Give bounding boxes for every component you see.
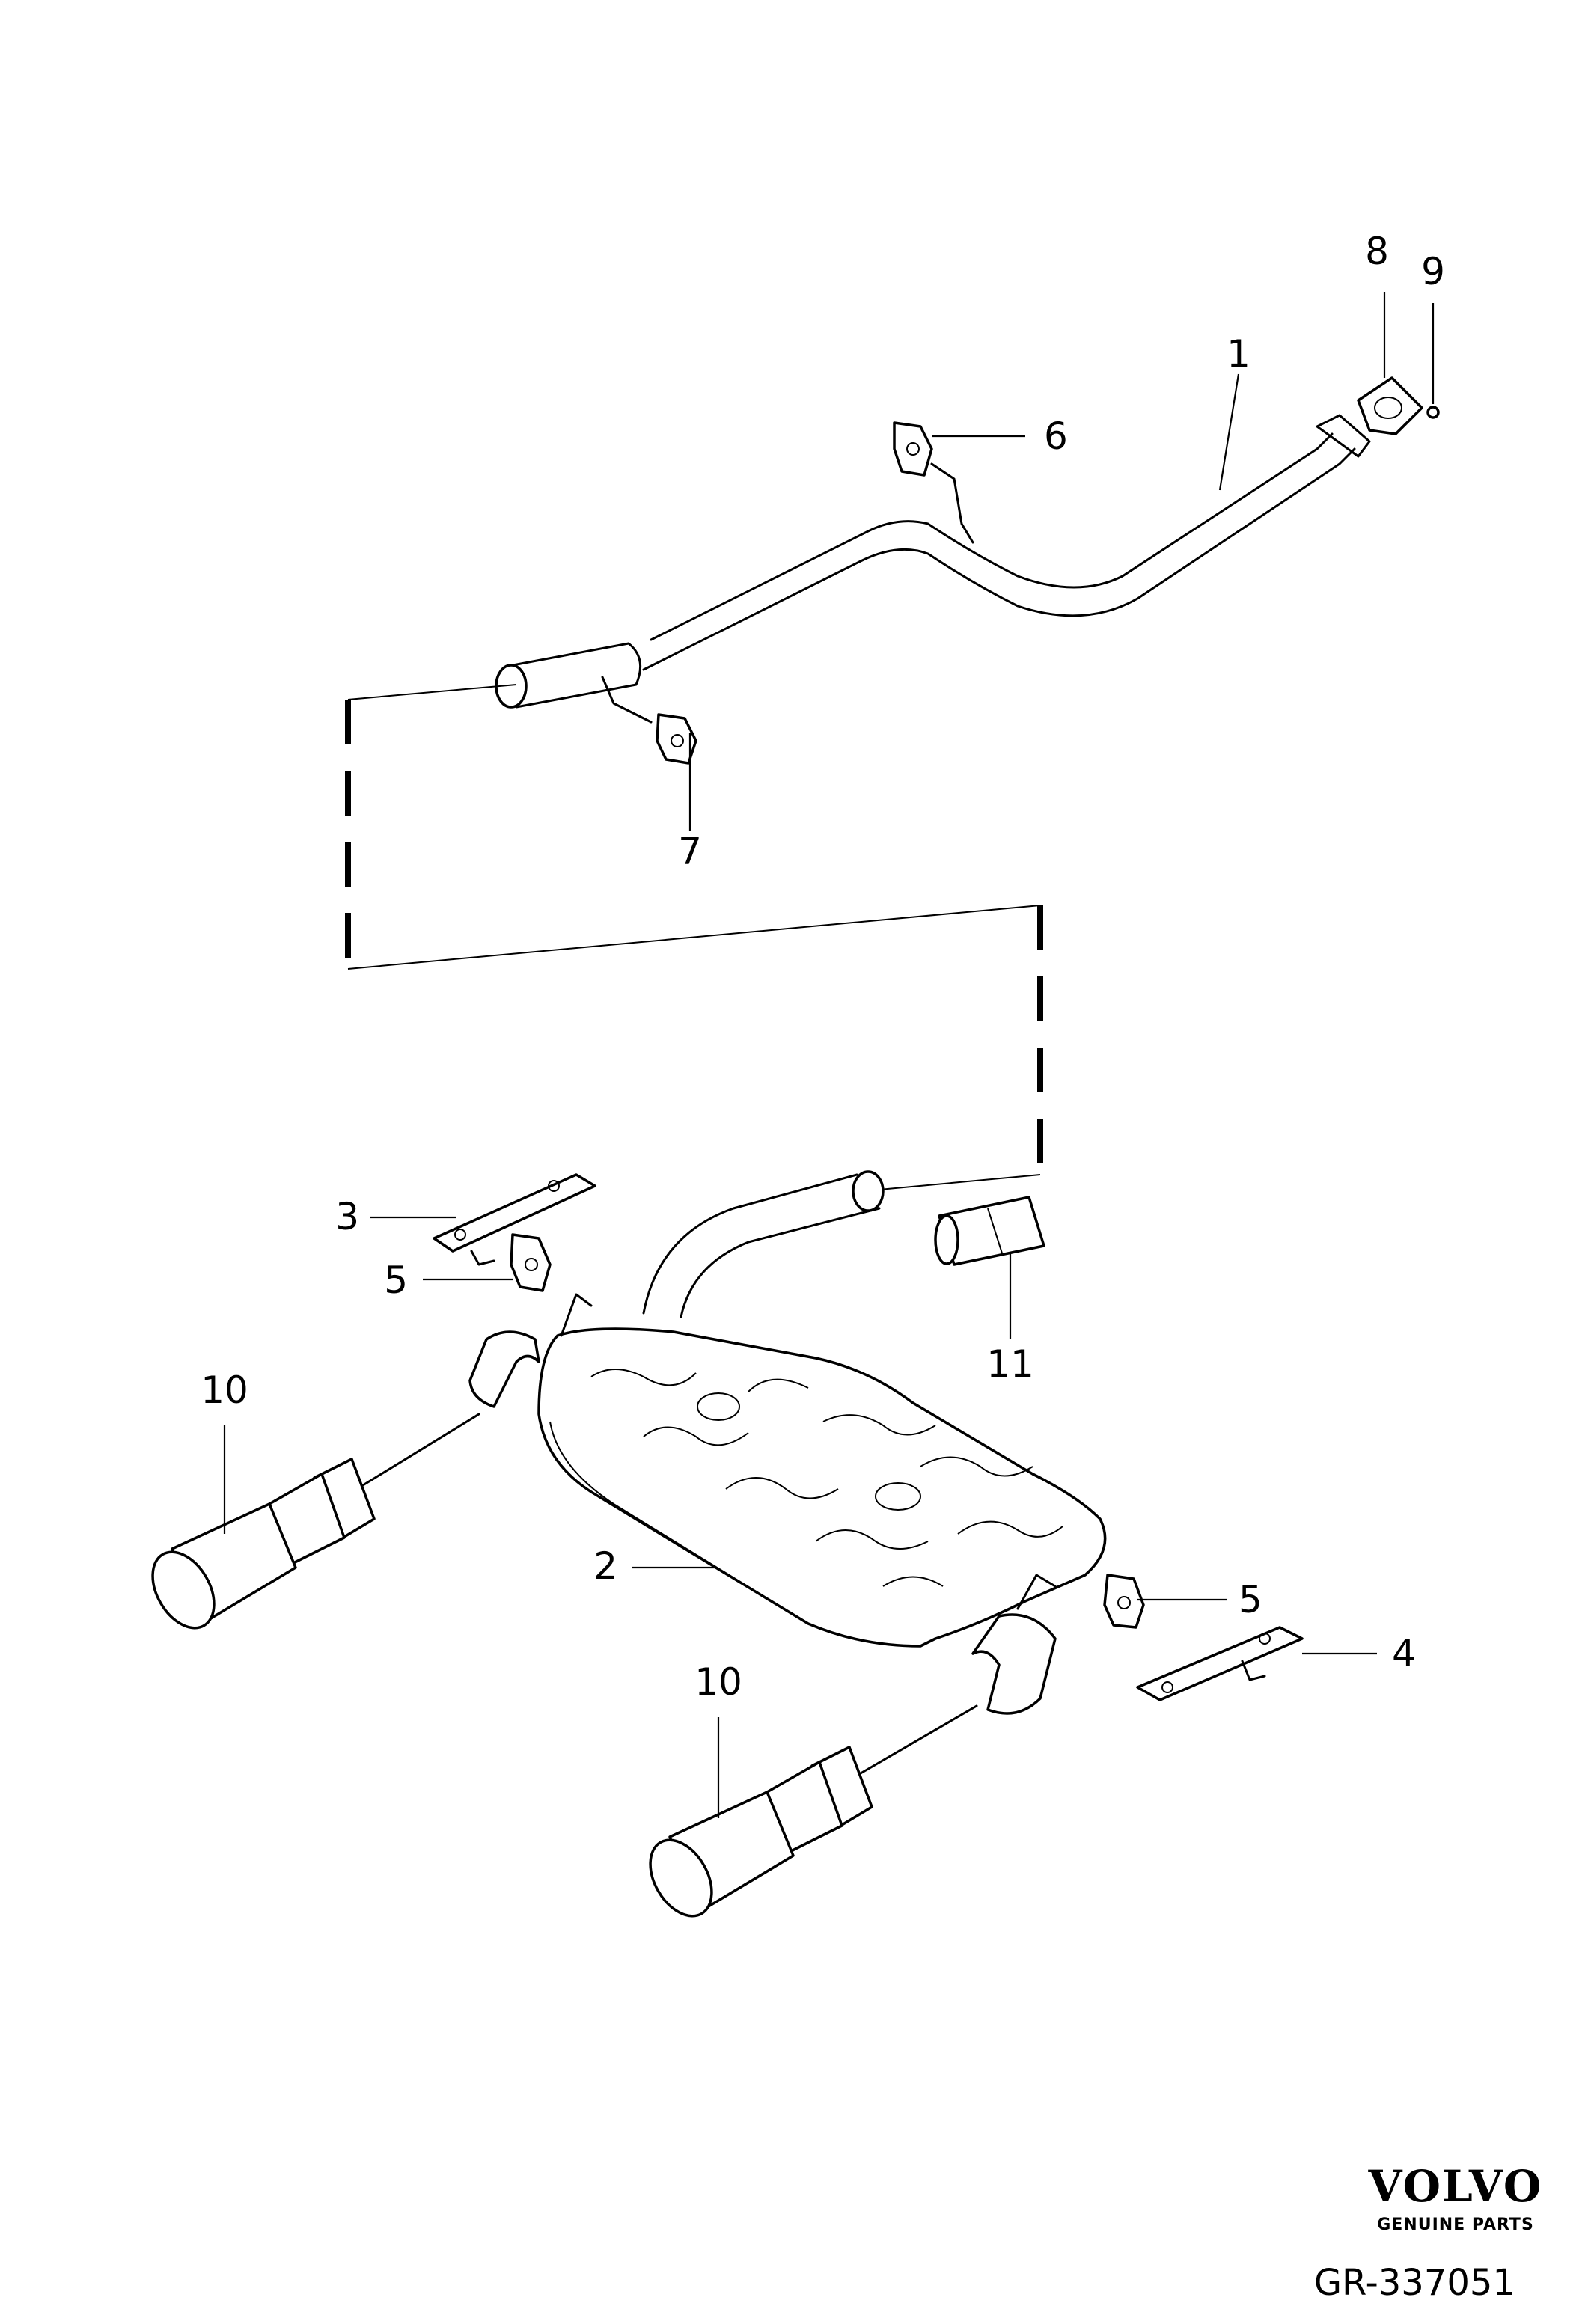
callout-6: 6	[1044, 415, 1068, 458]
tail-pipe-lower	[649, 1704, 978, 1918]
rubber-hanger-6	[893, 421, 933, 477]
rubber-hanger-7	[656, 713, 697, 765]
callout-2: 2	[593, 1544, 617, 1588]
callout-8: 8	[1365, 230, 1389, 273]
rubber-hanger-5b	[1103, 1574, 1145, 1629]
callout-11: 11	[986, 1342, 1034, 1386]
leader-lines	[223, 292, 1435, 1818]
callout-5b: 5	[1239, 1578, 1262, 1621]
callout-9: 9	[1421, 250, 1445, 293]
rubber-hanger-5a	[510, 1233, 552, 1292]
callout-labels: 1 6 7 8 9 3 5 10 11 2 5 4 10	[201, 230, 1445, 1704]
callout-1: 1	[1227, 332, 1250, 376]
brand-block: VOLVO GENUINE PARTS GR-337051	[1314, 2161, 1543, 2304]
intermediate-pipe	[495, 414, 1371, 724]
pipe-connection-dashed	[345, 684, 1043, 1190]
brand-tagline: GENUINE PARTS	[1377, 2216, 1534, 2234]
callout-10a: 10	[201, 1369, 248, 1412]
brand-logo: VOLVO	[1368, 2161, 1543, 2212]
connecting-sleeve	[934, 1196, 1045, 1266]
nut	[1426, 406, 1440, 419]
rear-silencer	[468, 1170, 1107, 1715]
bracket-3	[433, 1173, 596, 1266]
callout-4: 4	[1392, 1632, 1416, 1675]
bracket-4	[1136, 1626, 1304, 1701]
callout-7: 7	[678, 830, 702, 873]
callout-3: 3	[335, 1195, 359, 1238]
flange-gasket	[1357, 376, 1423, 435]
callout-5a: 5	[384, 1259, 408, 1302]
tail-pipe-upper	[151, 1413, 480, 1630]
reference-number: GR-337051	[1314, 2262, 1515, 2304]
callout-10b: 10	[694, 1660, 742, 1704]
